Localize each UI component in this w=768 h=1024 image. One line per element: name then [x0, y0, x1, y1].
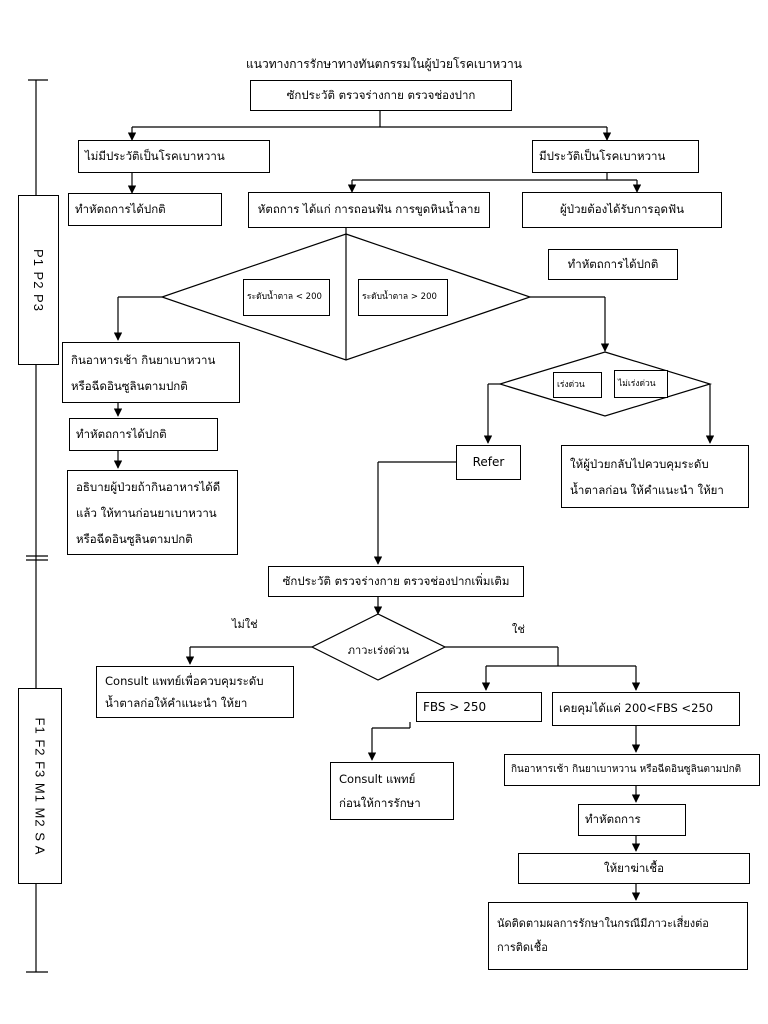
label-yes: ใช่ [512, 623, 525, 636]
sugar-below-200-box: ระดับน้ำตาล < 200 [243, 279, 330, 316]
emergency-condition-label: ภาวะเร่งด่วน [347, 644, 410, 657]
phase-p-label: P1 P2 P3 [18, 195, 59, 365]
send-back-line-2: น้ำตาลก่อน ให้คำแนะนำ ให้ยา [570, 482, 724, 497]
follow-up-line-2: การติดเชื้อ [497, 941, 548, 954]
diagram-title: แนวทางการรักษาทางทันตกรรมในผู้ป่วยโรคเบา… [246, 57, 522, 71]
refer-box: Refer [456, 445, 521, 480]
phase-f-label: F1 F2 F3 M1 M2 S A [18, 688, 62, 884]
urgency-decision [497, 351, 713, 417]
not-urgent-box: ไม่เร่งด่วน [614, 370, 668, 398]
follow-up-line-1: นัดติดตามผลการรักษาในกรณีมีภาวะเสี่ยงต่อ [497, 917, 709, 930]
explain-patient-box: อธิบายผู้ป่วยถ้ากินอาหารได้ดี แล้ว ให้ทา… [67, 470, 238, 555]
give-antibiotic-box: ให้ยาฆ่าเชื้อ [518, 853, 750, 884]
emergency-decision [310, 613, 447, 681]
explain-line-2: แล้ว ให้ทานก่อนยาเบาหวาน [76, 505, 217, 520]
normal-procedure-box-2: ทำหัตถการได้ปกติ [548, 249, 678, 280]
history-exam-box: ซักประวัติ ตรวจร่างกาย ตรวจช่องปาก [250, 80, 512, 111]
do-procedure-box: ทำหัตถการ [578, 804, 686, 836]
eat-breakfast-line-2: หรือฉีดอินซูลินตามปกติ [71, 378, 188, 393]
normal-procedure-box-1: ทำหัตถการได้ปกติ [68, 193, 222, 226]
eat-breakfast-full-box: กินอาหารเช้า กินยาเบาหวาน หรือฉีดอินซูลิ… [504, 754, 760, 786]
no-diabetes-history-box: ไม่มีประวัติเป็นโรคเบาหวาน [78, 140, 270, 173]
urgent-box: เร่งด่วน [553, 372, 602, 398]
consult-control-line-2: น้ำตาลก่อให้คำแนะนำ ให้ยา [105, 696, 248, 710]
consult-doctor-line-2: ก่อนให้การรักษา [339, 796, 421, 810]
invasive-procedures-box: หัตถการ ได้แก่ การถอนฟัน การขูดหินน้ำลาย [248, 192, 490, 228]
explain-line-3: หรือฉีดอินซูลินตามปกติ [76, 531, 193, 546]
consult-control-box: Consult แพทย์เพื่อควบคุมระดับ น้ำตาลก่อใ… [96, 666, 294, 718]
fbs-range-box: เคยคุมได้แค่ 200<FBS <250 [552, 692, 740, 726]
follow-up-box: นัดติดตามผลการรักษาในกรณีมีภาวะเสี่ยงต่อ… [488, 902, 748, 970]
sugar-above-200-box: ระดับน้ำตาล > 200 [358, 279, 448, 316]
explain-line-1: อธิบายผู้ป่วยถ้ากินอาหารได้ดี [76, 479, 221, 494]
consult-doctor-box: Consult แพทย์ ก่อนให้การรักษา [330, 762, 454, 820]
eat-breakfast-line-1: กินอาหารเช้า กินยาเบาหวาน [71, 352, 216, 367]
normal-procedure-box-3: ทำหัตถการได้ปกติ [69, 418, 218, 451]
fbs-over-250-box: FBS > 250 [416, 692, 542, 722]
consult-control-line-1: Consult แพทย์เพื่อควบคุมระดับ [105, 674, 264, 688]
consult-doctor-line-1: Consult แพทย์ [339, 772, 416, 786]
patient-needs-filling-box: ผู้ป่วยต้องได้รับการอุดฟัน [522, 192, 722, 228]
history-exam-more-box: ซักประวัติ ตรวจร่างกาย ตรวจช่องปากเพิ่มเ… [268, 566, 524, 597]
eat-breakfast-box: กินอาหารเช้า กินยาเบาหวาน หรือฉีดอินซูลิ… [62, 342, 240, 403]
has-diabetes-history-box: มีประวัติเป็นโรคเบาหวาน [532, 140, 699, 173]
send-back-control-box: ให้ผู้ป่วยกลับไปควบคุมระดับ น้ำตาลก่อน ใ… [561, 445, 749, 508]
label-no: ไม่ใช่ [232, 618, 258, 631]
send-back-line-1: ให้ผู้ป่วยกลับไปควบคุมระดับ [570, 456, 709, 471]
